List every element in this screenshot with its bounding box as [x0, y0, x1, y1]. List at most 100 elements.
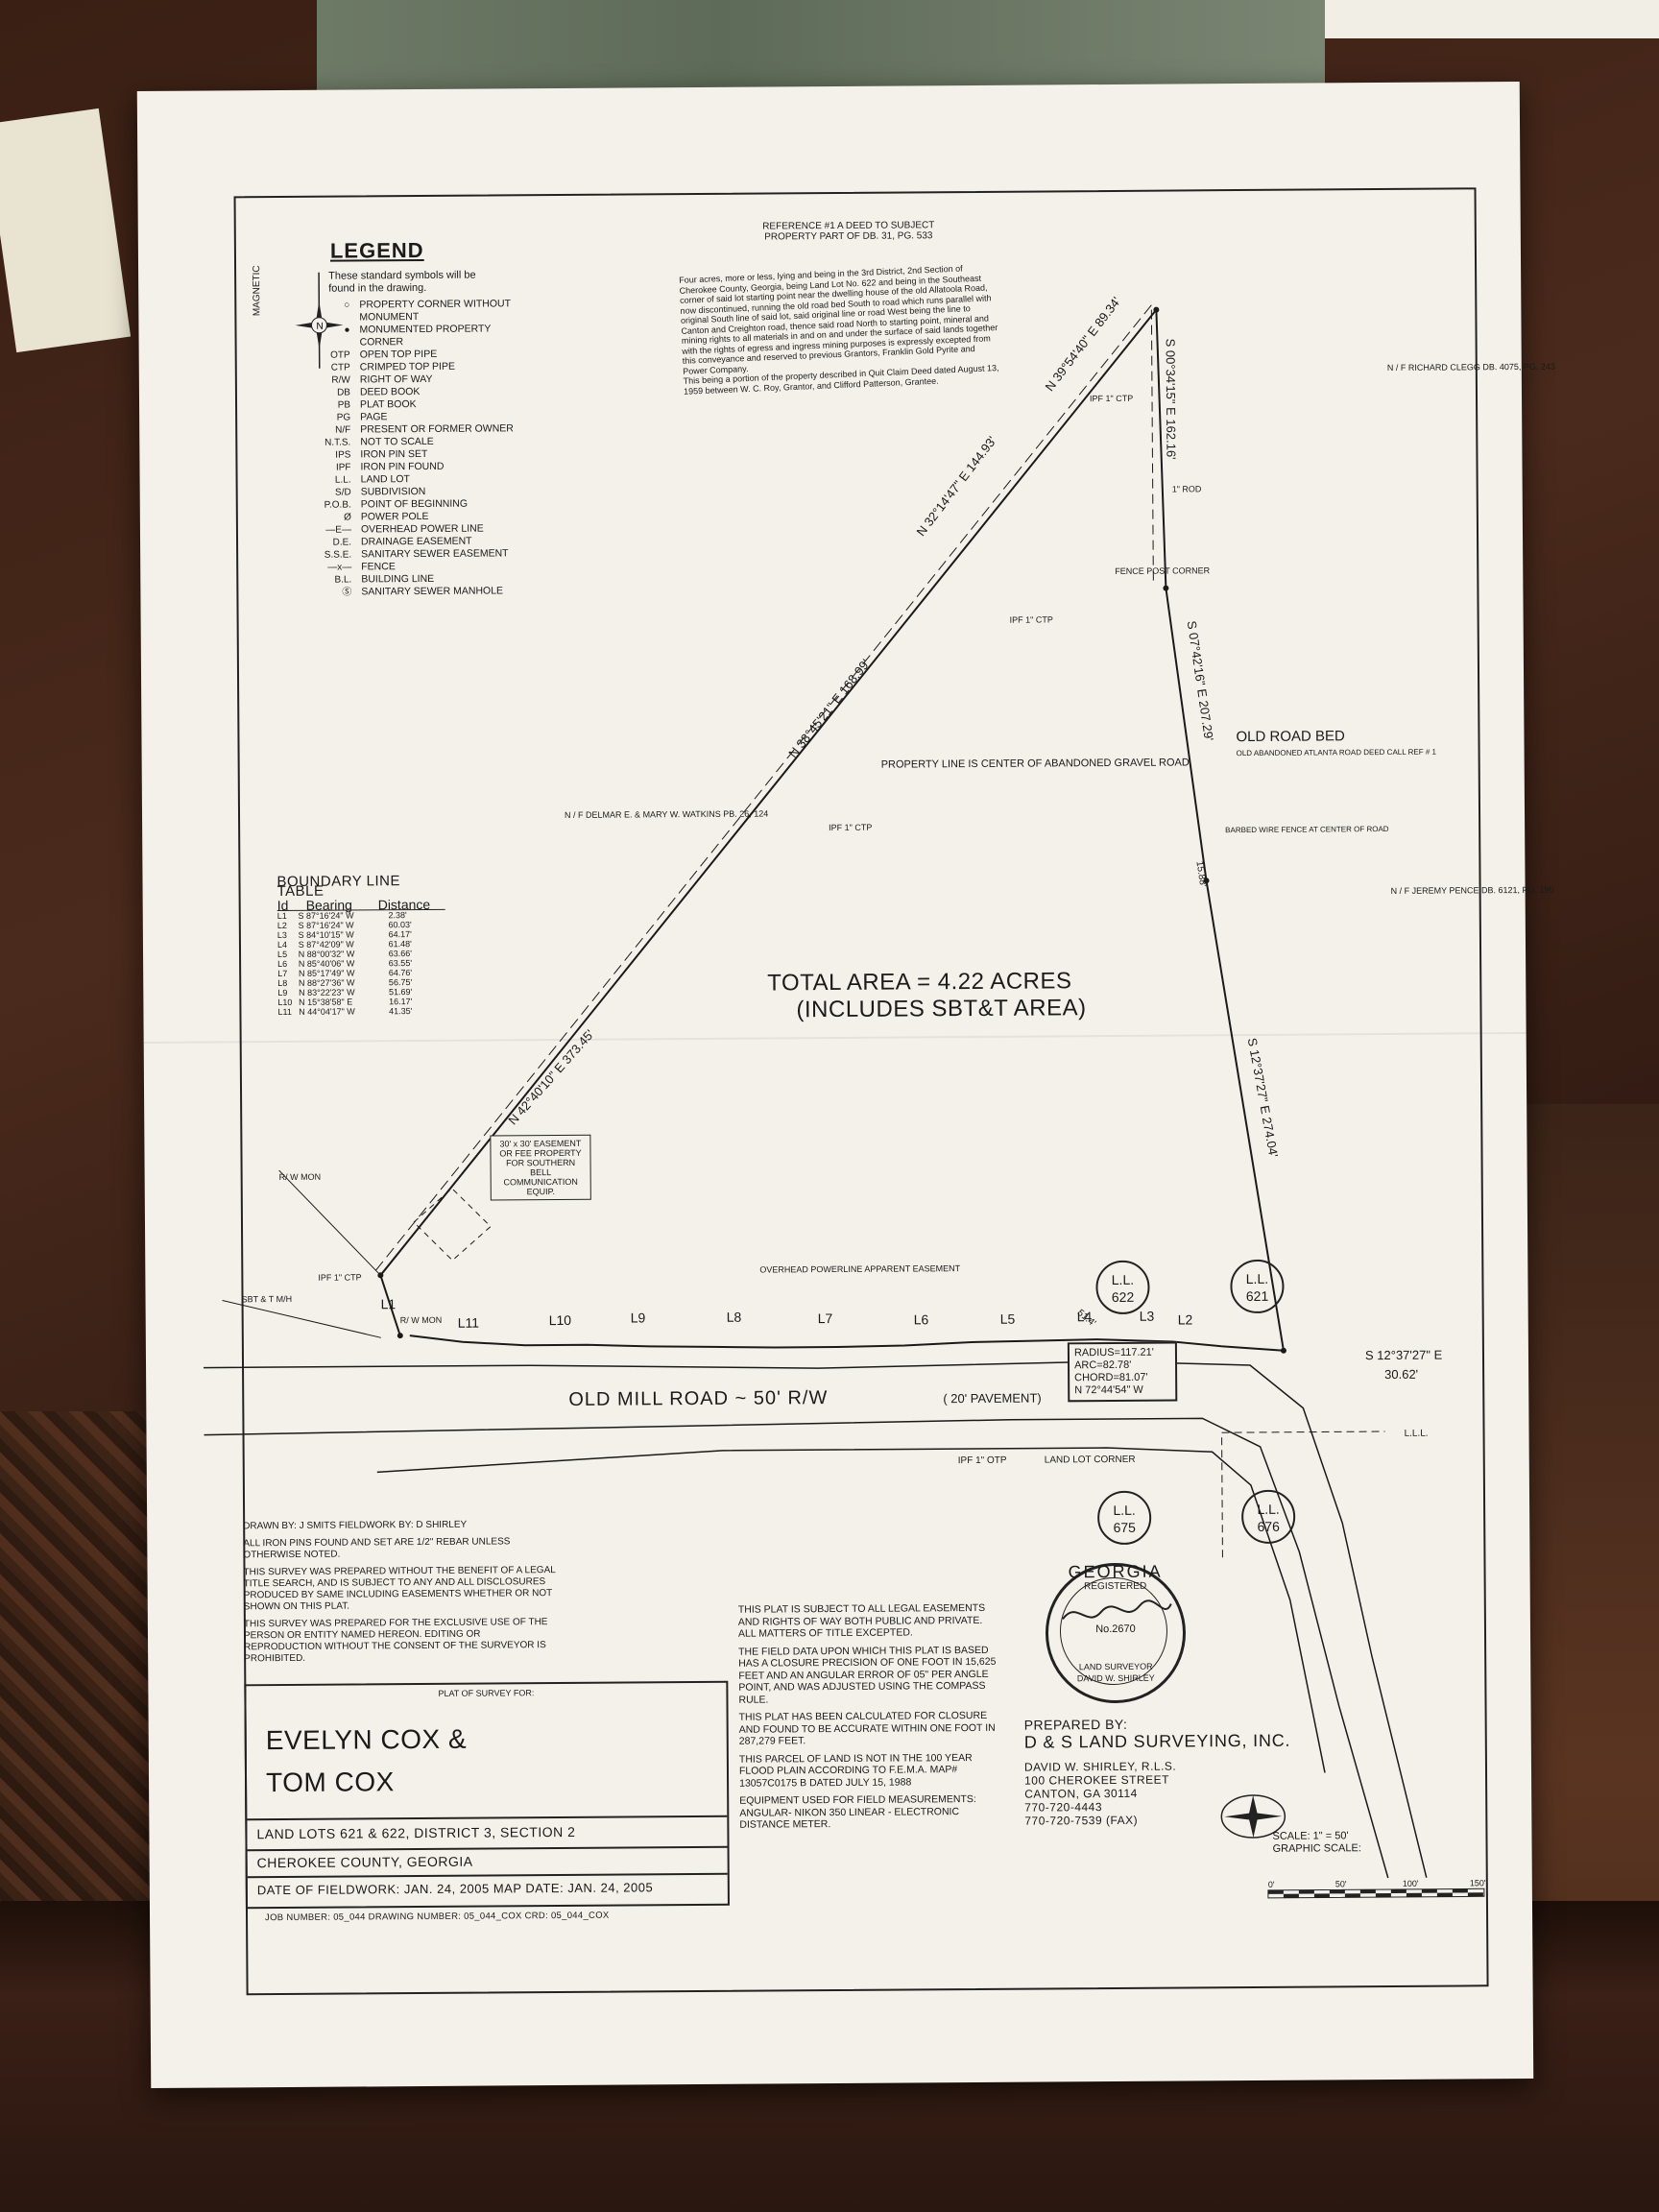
scale-tick-label: 100': [1403, 1879, 1419, 1888]
rw-mon-label: R/ W MON: [279, 1172, 322, 1182]
scale-ratio: SCALE: 1" = 50': [1272, 1830, 1349, 1842]
scale-segment: [1298, 1889, 1314, 1894]
title-block: PLAT OF SURVEY FOR: EVELYN COX & TOM COX…: [244, 1680, 730, 1910]
scale-segment: [1436, 1892, 1453, 1897]
segment-label-l1: L1: [381, 1296, 397, 1311]
divider: [247, 1845, 728, 1851]
survey-notes-left: DRAWN BY: J SMITS FIELDWORK BY: D SHIRLE…: [243, 1519, 561, 1671]
segment-label-l7: L7: [818, 1310, 833, 1326]
land-lots-line: LAND LOTS 621 & 622, DISTRICT 3, SECTION…: [256, 1823, 576, 1842]
note: THIS SURVEY WAS PREPARED WITHOUT THE BEN…: [243, 1565, 556, 1613]
land-lot-number: 676: [1257, 1518, 1280, 1534]
bearing-label: S 12°37'27" E 274.04': [1245, 1037, 1282, 1159]
bearing-label: N 39°54'40" E 89.34': [1042, 294, 1123, 394]
owner-1: EVELYN COX &: [265, 1723, 468, 1756]
bearing-label: S 12°37'27" E: [1365, 1348, 1443, 1363]
dates-line: DATE OF FIELDWORK: JAN. 24, 2005 MAP DAT…: [256, 1880, 654, 1898]
scale-block: SCALE: 1" = 50' GRAPHIC SCALE:: [1272, 1830, 1360, 1856]
road-north-edge: [204, 1360, 1428, 1878]
pavement-label: ( 20' PAVEMENT): [943, 1390, 1042, 1407]
segment-label-l10: L10: [549, 1312, 572, 1328]
boundary-west: [379, 309, 1158, 1276]
note: ALL IRON PINS FOUND AND SET ARE 1/2" REB…: [243, 1536, 511, 1561]
bearing-label: N 42°40'10" E 373.45': [505, 1027, 596, 1128]
boundary-east-3: [1205, 880, 1285, 1351]
seal-registered: REGISTERED: [1084, 1580, 1147, 1593]
scale-tick-label: 50': [1335, 1879, 1347, 1888]
plat-header: PLAT OF SURVEY FOR:: [438, 1688, 535, 1698]
scale-segment: [1344, 1893, 1360, 1898]
ipf-marker: [1280, 1347, 1286, 1354]
sbt-easement-parcel: [413, 1188, 492, 1262]
ipf-otp-label: IPF 1" OTP: [958, 1455, 1007, 1466]
boundary-south: [409, 1334, 1285, 1352]
old-road-sub-label: OLD ABANDONED ATLANTA ROAD DEED CALL REF…: [1237, 748, 1437, 757]
note: THE FIELD DATA UPON WHICH THIS PLAT IS B…: [738, 1644, 997, 1706]
survey-notes-middle: THIS PLAT IS SUBJECT TO ALL LEGAL EASEME…: [738, 1602, 999, 1837]
road-name: OLD MILL ROAD ~ 50' R/W: [568, 1387, 829, 1410]
scale-segment: [1313, 1893, 1330, 1898]
scale-segment: [1452, 1888, 1468, 1893]
boundary-east-2: [1165, 588, 1208, 881]
scale-segment: [1329, 1889, 1345, 1894]
scale-segment: [1406, 1892, 1422, 1897]
divider: [247, 1815, 728, 1820]
land-lot-label: L.L.: [1111, 1271, 1135, 1287]
segment-label-l9: L9: [631, 1310, 646, 1325]
seal-state: GEORGIA: [1068, 1561, 1163, 1582]
land-lot-number: 621: [1245, 1287, 1269, 1305]
scale-segment: [1375, 1892, 1391, 1898]
curve-chord: CHORD=81.07': [1074, 1371, 1148, 1384]
bearing-label: N 32°14'47" E 144.93': [914, 434, 999, 540]
divider: [247, 1872, 728, 1878]
graphic-scale-bar: 0'50'100'150': [1267, 1878, 1486, 1899]
land-lot-621: L.L. 621: [1230, 1259, 1285, 1314]
preparer-company: D & S LAND SURVEYING, INC.: [1023, 1730, 1291, 1752]
land-lot-label: L.L.: [1113, 1502, 1136, 1518]
owner-2: TOM COX: [265, 1767, 395, 1798]
lll-label: L.L.L.: [1405, 1429, 1429, 1439]
land-lot-676: L.L. 676: [1240, 1489, 1296, 1545]
neighbor-watkins: N / F DELMAR E. & MARY W. WATKINS PB. 26…: [565, 808, 768, 819]
scale-segment: [1267, 1889, 1284, 1894]
rod-label: 1" ROD: [1172, 484, 1202, 493]
land-lot-label: L.L.: [1257, 1501, 1280, 1517]
scale-segment: [1421, 1888, 1437, 1893]
curve-data-box: RADIUS=117.21' ARC=82.78' CHORD=81.07' N…: [1067, 1341, 1178, 1403]
sbt-leader: [222, 1299, 381, 1338]
segment-label-l2: L2: [1178, 1311, 1193, 1327]
distance-label: 15.88': [1193, 860, 1208, 887]
ipf-marker: [1153, 306, 1160, 313]
neighbor-clegg: N / F RICHARD CLEGG DB. 4075, PG. 243: [1387, 362, 1555, 373]
note: THIS PLAT IS SUBJECT TO ALL LEGAL EASEME…: [737, 1601, 986, 1640]
land-lot-675: L.L. 675: [1096, 1490, 1152, 1546]
scale-segment: [1467, 1892, 1483, 1897]
land-lot-corner-label: LAND LOT CORNER: [1045, 1455, 1136, 1466]
land-lot-label: L.L.: [1245, 1270, 1269, 1287]
seal-name: DAVID W. SHIRLEY: [1076, 1672, 1155, 1684]
road-south-edge: [204, 1417, 1389, 1879]
segment-label-l3: L3: [1140, 1309, 1155, 1324]
scale-segment: [1283, 1893, 1299, 1898]
total-area-note: (INCLUDES SBT&T AREA): [796, 995, 1087, 1023]
surveyor-seal: GEORGIA REGISTERED No.2670 LAND SURVEYOR…: [1045, 1561, 1187, 1704]
land-lot-number: 675: [1113, 1519, 1136, 1535]
segment-label-l5: L5: [1000, 1311, 1016, 1327]
land-lot-line-vertical: [1221, 1437, 1223, 1563]
seal-title: LAND SURVEYOR: [1078, 1661, 1153, 1672]
curve-arc: ARC=82.78': [1074, 1358, 1132, 1372]
note: DRAWN BY: J SMITS FIELDWORK BY: D SHIRLE…: [243, 1519, 468, 1532]
ipf-marker: [377, 1272, 384, 1279]
note: THIS PLAT HAS BEEN CALCULATED FOR CLOSUR…: [738, 1709, 996, 1747]
segment-label-l4: L4: [1077, 1309, 1093, 1324]
land-lot-number: 622: [1111, 1288, 1135, 1305]
curve-bearing: N 72°44'54" W: [1074, 1383, 1143, 1397]
signature-icon: [1062, 1599, 1172, 1620]
note: EQUIPMENT USED FOR FIELD MEASUREMENTS: A…: [739, 1792, 976, 1831]
bearing-label: S 00°34'15" E 162.16': [1164, 338, 1179, 459]
neighbor-pence: N / F JEREMY PENCE DB. 6121, PG. 190: [1391, 885, 1554, 896]
rw-mon-leader: [278, 1169, 381, 1276]
segment-label-l11: L11: [458, 1315, 480, 1331]
total-area: TOTAL AREA = 4.22 ACRES (INCLUDES SBT&T …: [767, 968, 1087, 1023]
